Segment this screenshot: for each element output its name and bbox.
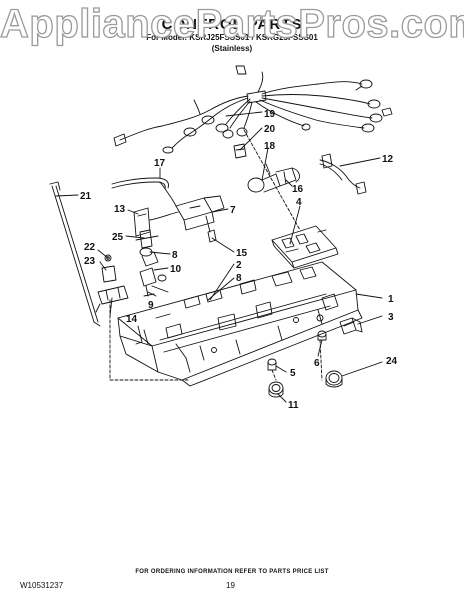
page-number: 19 [226,581,235,590]
part-21-rod [49,181,101,327]
callout-15: 16 [292,184,304,195]
callout-18: 19 [264,109,276,120]
callout-1: 1 [388,294,394,305]
wiring-harness [113,65,393,154]
model-line: For Model: KSRJ25FSSS01 / KSRG25FSSS01 [146,33,318,42]
callout-23: 24 [386,356,398,367]
lamp-assembly [247,163,300,193]
callout-17: 18 [264,141,276,152]
ordering-info: FOR ORDERING INFORMATION REFER TO PARTS … [135,569,329,575]
callout-22: 23 [84,256,96,267]
callout-8a: 8 [172,250,178,261]
callout-9: 9 [148,300,154,311]
part-16-tube [111,177,177,207]
callout-25: 25 [112,232,124,243]
page-title: CONTROL PARTS [161,16,303,33]
switch-bracket [133,195,225,243]
mounting-hardware [95,254,129,313]
callout-24: 11 [288,400,299,411]
callout-3: 3 [388,312,394,323]
assembly-lines [109,129,323,381]
part-number: W10531237 [20,581,64,590]
callout-2: 2 [236,260,242,271]
knobs [268,370,343,398]
callout-21: 21 [80,191,92,202]
callout-14: 15 [236,248,248,259]
callout-7: 7 [230,205,236,216]
callout-5: 5 [290,368,296,379]
callout-20: 22 [84,242,96,253]
callout-13: 14 [126,314,138,325]
callout-4: 4 [296,197,302,208]
callout-12: 13 [114,204,126,215]
control-housing [117,261,363,387]
callout-6: 6 [314,358,320,369]
damper-components [135,229,169,297]
callout-19: 20 [264,124,276,135]
control-board [271,225,339,269]
callout-16: 17 [154,158,166,169]
part-11-harness [319,153,367,195]
callout-numbers: 19 20 18 16 12 17 21 13 7 4 25 8 15 10 2… [80,109,398,411]
callout-8b: 8 [236,273,242,284]
part-3-connector [339,317,363,335]
finish-label: (Stainless) [211,44,253,53]
callout-10: 10 [170,264,182,275]
callout-11: 12 [382,154,394,165]
leader-lines [55,111,383,403]
